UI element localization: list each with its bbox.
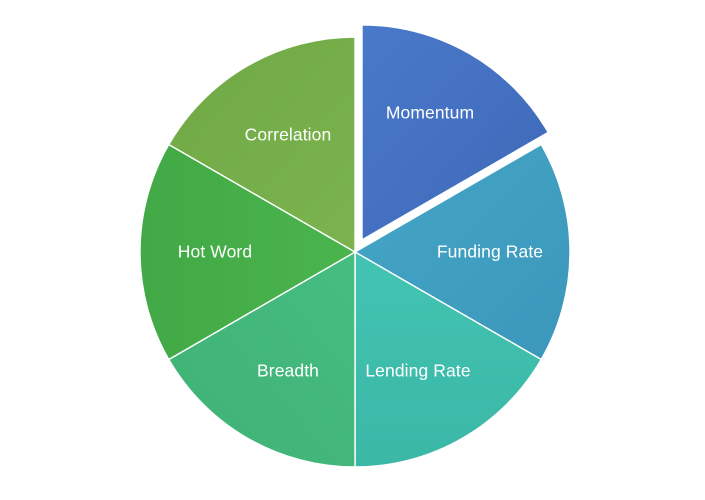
pie-slice-label-lending-rate: Lending Rate	[365, 361, 470, 381]
pie-slices-group	[139, 24, 571, 468]
pie-slice-momentum[interactable]	[361, 24, 549, 241]
pie-slice-label-correlation: Correlation	[245, 125, 332, 145]
pie-slice-label-momentum: Momentum	[386, 103, 474, 123]
pie-slice-label-funding-rate: Funding Rate	[437, 242, 543, 262]
pie-slice-breadth[interactable]	[168, 251, 356, 468]
pie-slice-funding-rate[interactable]	[354, 143, 571, 361]
pie-slice-correlation[interactable]	[168, 36, 356, 253]
pie-slice-hot-word[interactable]	[139, 143, 356, 361]
pie-slice-lending-rate[interactable]	[354, 251, 542, 468]
pie-slice-label-hot-word: Hot Word	[178, 242, 252, 262]
pie-slice-label-breadth: Breadth	[257, 361, 319, 381]
